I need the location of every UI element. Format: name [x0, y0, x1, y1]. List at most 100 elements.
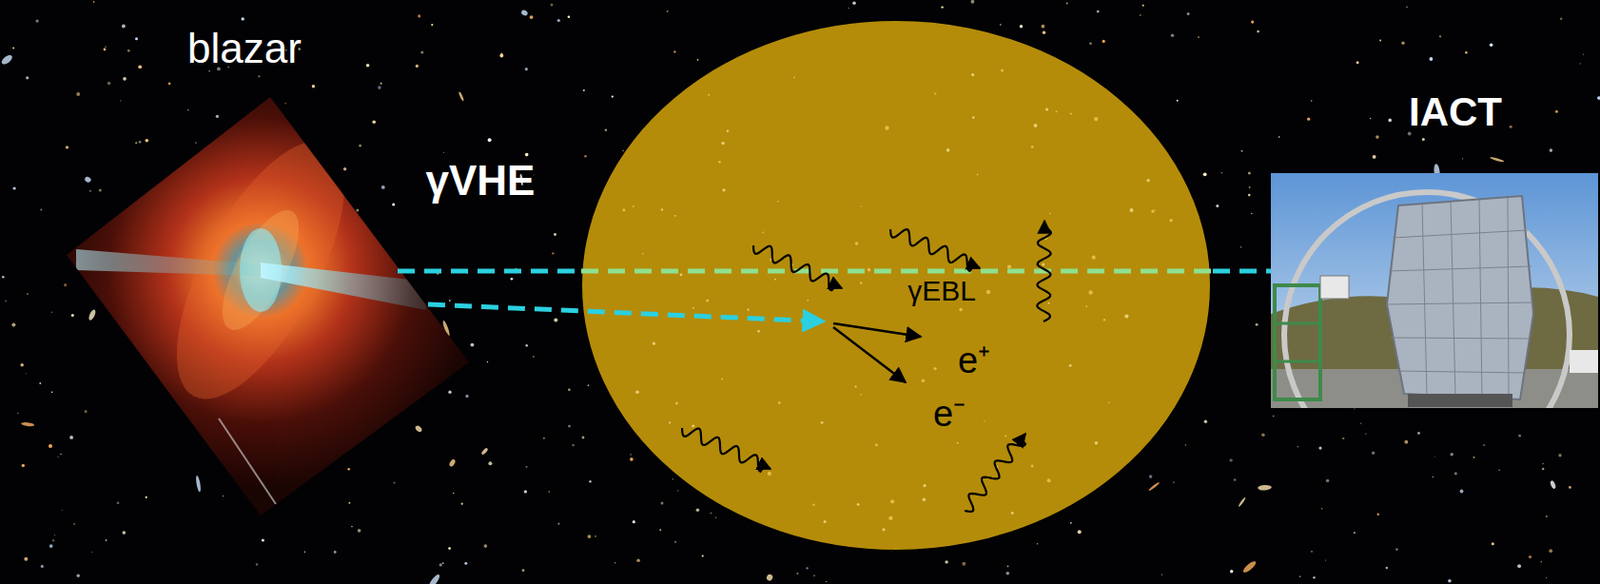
star — [484, 544, 488, 548]
star — [127, 49, 131, 53]
star — [1371, 451, 1375, 455]
faint-galaxy — [635, 390, 640, 395]
faint-galaxy — [922, 498, 926, 502]
faint-galaxy — [983, 420, 985, 422]
star — [1, 275, 5, 279]
star — [1036, 543, 1039, 546]
star — [284, 102, 286, 104]
star — [443, 152, 445, 154]
galaxy — [520, 8, 529, 17]
star — [1318, 447, 1322, 450]
faint-galaxy — [747, 309, 750, 312]
star — [961, 562, 966, 566]
star — [1042, 31, 1046, 35]
star — [20, 363, 24, 367]
star — [417, 14, 421, 18]
star — [73, 523, 75, 525]
star — [1472, 456, 1475, 459]
star — [1215, 204, 1219, 208]
star — [1310, 99, 1313, 102]
faint-galaxy — [726, 130, 729, 133]
star — [587, 534, 592, 539]
star — [21, 464, 25, 468]
faint-galaxy — [1007, 264, 1012, 269]
star — [1545, 577, 1547, 579]
star — [1326, 479, 1329, 483]
star — [98, 189, 102, 193]
star — [1077, 529, 1082, 534]
faint-galaxy — [976, 174, 979, 176]
star — [636, 559, 641, 564]
telescope-photo — [1270, 173, 1599, 409]
faint-galaxy — [675, 402, 679, 406]
faint-galaxy — [1034, 123, 1038, 128]
faint-galaxy — [778, 401, 781, 405]
faint-galaxy — [1151, 210, 1154, 214]
star — [1558, 453, 1561, 457]
star — [1197, 36, 1200, 39]
star — [1482, 444, 1485, 447]
star — [135, 141, 137, 144]
star — [76, 92, 80, 97]
star — [1019, 24, 1023, 28]
star — [487, 361, 488, 363]
faint-galaxy — [986, 290, 991, 294]
star — [48, 444, 53, 449]
galaxy — [0, 53, 14, 66]
star — [522, 568, 526, 572]
star — [1161, 574, 1163, 576]
star — [567, 16, 571, 20]
star — [1187, 12, 1191, 16]
faint-galaxy — [807, 299, 810, 302]
faint-galaxy — [956, 442, 959, 445]
star — [40, 565, 44, 568]
galaxy — [1489, 156, 1505, 163]
star — [500, 52, 503, 55]
faint-galaxy — [854, 385, 857, 388]
galaxy — [765, 573, 774, 583]
faint-galaxy — [972, 116, 976, 119]
faint-galaxy — [642, 253, 644, 254]
star — [629, 457, 634, 462]
ellipse-outline — [579, 18, 1213, 553]
star — [487, 137, 492, 142]
star — [257, 75, 260, 78]
ebl-photon — [964, 433, 1026, 512]
galaxy — [458, 91, 466, 102]
star — [594, 535, 597, 538]
star — [526, 344, 528, 347]
faint-galaxy — [1048, 302, 1051, 305]
star — [12, 47, 15, 50]
star — [1170, 33, 1175, 38]
star — [137, 64, 142, 69]
star — [222, 495, 224, 497]
faint-galaxy — [718, 160, 722, 164]
star — [51, 391, 53, 393]
source-label: blazar — [187, 25, 302, 72]
star — [557, 19, 561, 22]
faint-galaxy — [857, 503, 860, 507]
star — [104, 45, 106, 47]
star — [1517, 564, 1522, 568]
star — [1439, 35, 1442, 38]
faint-galaxy — [890, 499, 895, 504]
faint-galaxy — [757, 330, 761, 333]
faint-galaxy — [1088, 290, 1093, 294]
star — [588, 480, 591, 483]
faint-galaxy — [946, 148, 951, 153]
star — [138, 140, 141, 143]
star — [1464, 51, 1467, 54]
star — [848, 7, 850, 9]
star — [1089, 41, 1093, 45]
galaxy — [1257, 485, 1272, 491]
star — [89, 190, 92, 193]
faint-galaxy — [1041, 263, 1045, 267]
faint-galaxy — [884, 125, 889, 130]
faint-galaxy — [668, 421, 671, 424]
star — [796, 572, 799, 575]
star — [1248, 194, 1251, 197]
star — [604, 129, 607, 132]
star — [525, 466, 527, 469]
galaxy — [87, 309, 98, 322]
faint-galaxy — [1000, 68, 1004, 72]
